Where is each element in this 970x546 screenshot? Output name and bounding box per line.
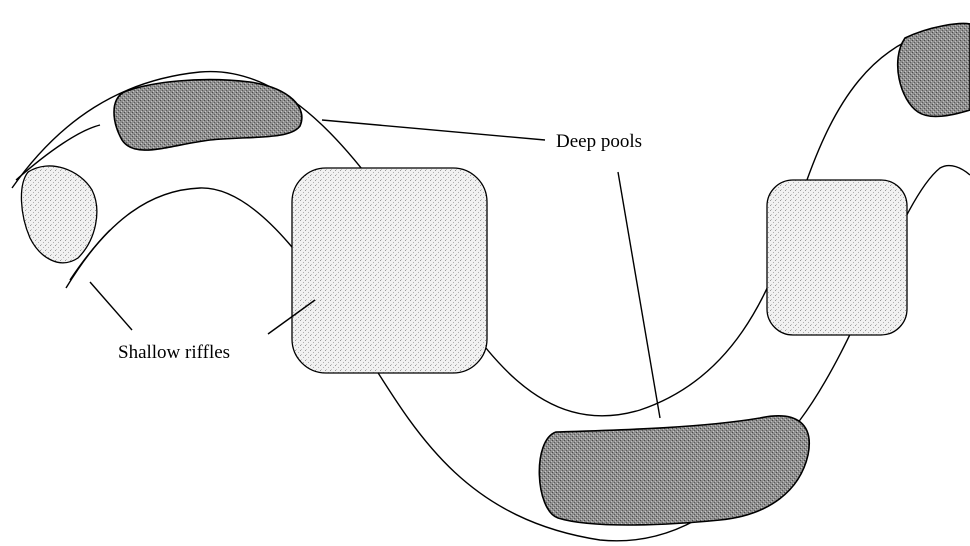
shallow-riffle-right xyxy=(767,180,907,335)
deep-pools-label: Deep pools xyxy=(556,131,642,152)
deep-pools-leader-bottom xyxy=(618,172,660,418)
shallow-riffles-label: Shallow riffles xyxy=(118,342,230,363)
shallow-riffle-left xyxy=(21,166,96,263)
deep-pool-bottom-center xyxy=(539,416,809,525)
deep-pool-upper-right xyxy=(898,24,970,117)
deep-pools-leader-upper-left xyxy=(322,120,545,140)
shallow-riffle-center xyxy=(292,168,487,373)
deep-pool-upper-left xyxy=(114,80,302,151)
shallow-riffles-leader-left xyxy=(90,282,132,330)
